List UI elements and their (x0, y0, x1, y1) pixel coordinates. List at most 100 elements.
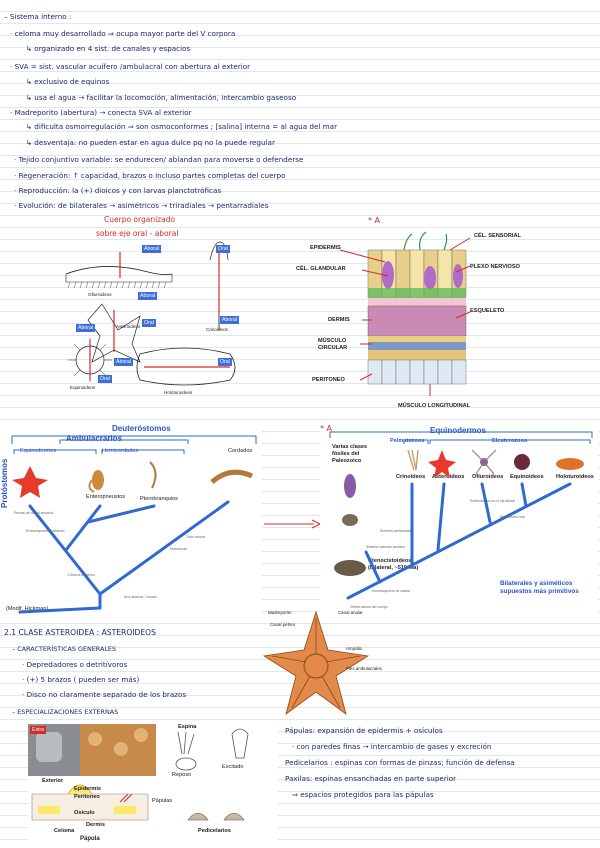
tag-aboral: Aboral (138, 292, 157, 300)
label-excitado: Excitado (222, 764, 244, 770)
fig1-title-1: Cuerpo organizado (104, 215, 176, 224)
label-eleuterozoos: Eleuterozoos (492, 438, 528, 444)
label-celoma: Celoma (54, 828, 75, 834)
label-pelmatozoos: Pelmatozoos (390, 438, 425, 444)
label-equinodermos: Equinodermos (20, 448, 57, 454)
fig3-tree: Piezas de radial simetría Endoesqueleto … (11, 435, 257, 614)
tag-oral: Oral (98, 375, 112, 383)
label-peritoneo: PERITONEO (312, 377, 345, 383)
note-line: · Evolución: de bilaterales → asimétrico… (14, 201, 269, 210)
label-equinodermos: Equinodermos (430, 426, 487, 435)
fig5-drawing (262, 610, 370, 715)
note-line: ↳ exclusivo de equinos (26, 77, 110, 86)
note-line: · celoma muy desarrollado ⇒ ocupa mayor … (10, 29, 236, 38)
label-holoturoideos: Holoturoideos (164, 390, 193, 395)
arrow-connector (264, 519, 322, 529)
label-cel-sensorial: CÉL. SENSORIAL (474, 233, 521, 239)
svg-text:Tubo neural: Tubo neural (186, 535, 205, 539)
tag-oral: Oral (142, 319, 156, 327)
label-equinoideos: Equinoideos (510, 474, 544, 480)
photo-spot (134, 728, 148, 742)
label-enteropneustos: Enteropneustos (86, 494, 126, 500)
label-reposo: Reposo (172, 772, 192, 778)
label-deuterostomos: Deuteróstomos (112, 424, 171, 433)
label-asteroideos: Asteroideos (432, 474, 465, 480)
heading-especializaciones: – ESPECIALIZACIONES EXTERNAS (12, 708, 119, 716)
note-line: · Regeneración: ↑ capacidad, brazos o in… (14, 171, 286, 180)
label-asteroideos: Asteroideos (116, 324, 141, 329)
note-line: ↳ usa el agua → facilitar la locomoción,… (26, 93, 297, 102)
label-ofiuroideos: Ofiuroideos (88, 292, 112, 297)
photo-spot (88, 732, 102, 746)
note-line: ↳ desventaja: no pueden estar en agua du… (26, 138, 275, 147)
note-line: ⇒ espacios protegidos para las pápulas (292, 790, 434, 799)
label-musculo-longitudinal: MÚSCULO LONGITUDINAL (398, 403, 471, 409)
label-hemicordados: Hemicordados (102, 448, 139, 454)
note-line: Pápulas: expansión de epidermis + osícul… (285, 726, 443, 735)
svg-text:Madreporito oral: Madreporito oral (500, 515, 525, 519)
label-exterior: Exterior (42, 778, 64, 784)
note-line: · Madreporito (abertura) → conecta SVA a… (10, 108, 192, 117)
note-line: Pedicelarios : espinas con formas de pin… (285, 758, 515, 767)
label-ctenocistoideos: Ctenocistoideos (bilateral, ~510 Ma) (368, 558, 419, 571)
tag-aboral: Aboral (114, 358, 133, 366)
label-epidermis: EPIDERMIS (310, 245, 341, 251)
label-holoturoideos: Holoturoideos (556, 474, 594, 480)
label-espina: Espina (178, 724, 197, 730)
label-dermis: DERMIS (328, 317, 350, 323)
label-crinoideos: Crinoideos (206, 327, 228, 332)
label-canal-anular: Canal anular (338, 610, 363, 615)
label-papula: Pápula (80, 836, 100, 842)
photo-papulas-detail (36, 732, 62, 762)
svg-text:Sistema vascular acuífero: Sistema vascular acuífero (366, 545, 405, 549)
fig2-drawing (367, 231, 467, 385)
heading-caracteristicas: – CARACTERÍSTICAS GENERALES (12, 645, 117, 653)
svg-text:Simetría pentarradial: Simetría pentarradial (380, 529, 412, 533)
photo-spot (114, 742, 128, 756)
label-pedicelarios: Pedicelarios (198, 828, 231, 834)
fig4-marker: * A (320, 424, 333, 433)
label-pterobranquios: Pterobranquios (140, 496, 178, 502)
label-plexo: PLEXO NERVIOSO (470, 264, 520, 270)
svg-text:Vértice aboral del cuerpo: Vértice aboral del cuerpo (350, 605, 388, 609)
label-crinoideos: Crinoideos (396, 474, 426, 480)
note-line: · con paredes finas → intercambio de gas… (292, 742, 492, 751)
note-line: · (+) 5 brazos ( pueden ser más) (22, 675, 140, 684)
label-fosiles: Varias clases fósiles del Paleozoico (332, 444, 368, 464)
svg-text:Extremidades en el eje aboral: Extremidades en el eje aboral (470, 499, 515, 503)
label-osiculo: Osículo (74, 810, 95, 816)
label-bilaterales: Bilaterales y asiméticos supuestos más p… (500, 580, 579, 595)
svg-text:Ano anterior / dorsal: Ano anterior / dorsal (124, 595, 157, 599)
note-line: · SVA = sist. vascular acuífero /ambulac… (10, 62, 251, 71)
figure-starfish-sva: Madreporito Canal anular Canal pétreo Am… (254, 606, 384, 722)
label-cel-glandular: CÉL. GLANDULAR (296, 266, 346, 272)
label-pies: Pies ambulacrales (346, 666, 382, 671)
tag-oral: Oral (218, 358, 232, 366)
label-madreporito: Madreporito (268, 610, 292, 615)
svg-text:Piezas de radial simetría: Piezas de radial simetría (14, 511, 53, 515)
note-line: · Depredadores o detritívoros (22, 660, 128, 669)
tag-aboral: Aboral (76, 324, 95, 332)
fig1-title-2: sobre eje oral - aboral (96, 229, 179, 238)
figure-echinoderms: * A Equinodermos Pelmatozoos Eleuterozoo… (320, 422, 598, 618)
label-credit: (Modif. Hickman) (6, 606, 49, 612)
figure-especializaciones: Extra Espina Exterior Epidermis Peritone… (28, 724, 278, 846)
label-dermis: Dermis (86, 822, 105, 828)
note-line: ↳ organizado en 4 sist. de canales y esp… (26, 44, 191, 53)
tag-extra: Extra (30, 726, 47, 734)
svg-text:Endoesqueleto de calcita: Endoesqueleto de calcita (372, 589, 410, 593)
label-epidermis: Epidermis (74, 786, 102, 792)
svg-text:Celoma trimérico: Celoma trimérico (68, 573, 95, 577)
figure-deuterostomes: Protóstomos Deuteróstomos Ambulacrarios … (0, 422, 262, 618)
fig1-drawings (65, 241, 236, 386)
label-papulas: Pápulas (152, 798, 173, 804)
label-canal-petreo: Canal pétreo (270, 622, 296, 627)
note-line: Paxilas: espinas ensanchadas en parte su… (285, 774, 457, 783)
note-line: · Reproducción: la (+) dioicos y con lar… (14, 186, 222, 195)
tag-oral: Oral (216, 245, 230, 253)
fig4-tree: Extremidades en el eje aboral Madreporit… (329, 431, 593, 609)
heading-sistema-interno: – Sistema interno : (4, 12, 72, 21)
label-peritoneo: Peritoneo (74, 794, 100, 800)
tag-aboral: Aboral (220, 316, 239, 324)
svg-text:Notocorda: Notocorda (170, 547, 187, 551)
